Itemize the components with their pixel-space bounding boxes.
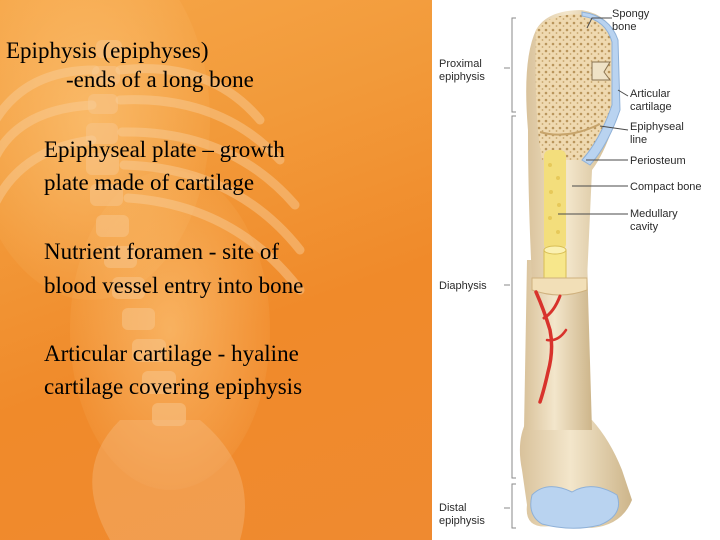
long-bone-diagram: Proximal epiphysis Diaphysis Distal epip… bbox=[439, 8, 702, 529]
label-medullary-cavity: Medullary cavity bbox=[630, 208, 681, 233]
leader-lines bbox=[558, 17, 629, 215]
region-brackets bbox=[504, 17, 516, 529]
label-proximal-epiphysis: Proximal epiphysis bbox=[439, 58, 485, 83]
line-growth-plate: plate made of cartilage bbox=[44, 170, 255, 195]
label-articular-cartilage: Articular cartilage bbox=[630, 88, 673, 113]
label-distal-epiphysis: Distal epiphysis bbox=[439, 502, 485, 527]
line-blood-vessel: blood vessel entry into bone bbox=[44, 273, 304, 298]
line-nutrient-foramen: Nutrient foramen - site of bbox=[44, 239, 280, 264]
line-hyaline: cartilage covering epiphysis bbox=[44, 374, 303, 399]
line-epiphysis: Epiphysis (epiphyses) bbox=[6, 38, 209, 63]
label-diaphysis: Diaphysis bbox=[439, 280, 487, 292]
bone-shape bbox=[519, 10, 632, 529]
line-articular-cartilage: Articular cartilage - hyaline bbox=[44, 341, 299, 366]
line-epiphyseal-plate: Epiphyseal plate – growth bbox=[44, 137, 285, 162]
label-periosteum: Periosteum bbox=[630, 155, 686, 167]
spine-background-image bbox=[0, 0, 305, 540]
line-ends-of-long-bone: -ends of a long bone bbox=[66, 67, 254, 92]
left-panel: Epiphysis (epiphyses) -ends of a long bo… bbox=[0, 0, 432, 540]
label-epiphyseal-line: Epiphyseal line bbox=[630, 121, 687, 146]
bone-diagram-panel: Proximal epiphysis Diaphysis Distal epip… bbox=[432, 0, 720, 540]
label-compact-bone: Compact bone bbox=[630, 181, 702, 193]
label-spongy-bone: Spongy bone bbox=[612, 8, 652, 33]
